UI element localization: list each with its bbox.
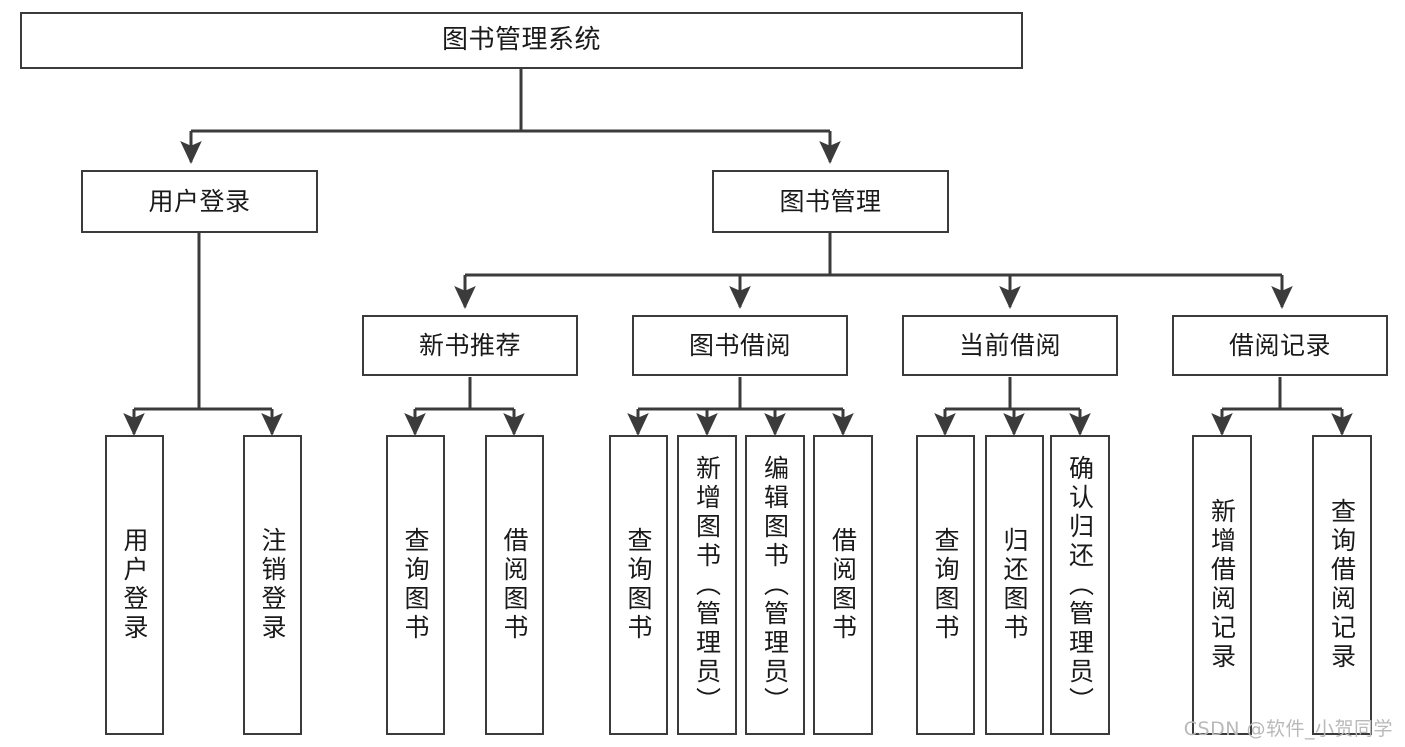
node-leaf-query-record[interactable]: 查询借阅记录 [1312, 435, 1372, 735]
node-book-borrow[interactable]: 图书借阅 [632, 315, 848, 376]
node-leaf-borrow-book-2[interactable]: 借阅图书 [813, 435, 873, 735]
node-current-borrow[interactable]: 当前借阅 [902, 315, 1118, 376]
node-leaf-user-logout[interactable]: 注销登录 [243, 435, 302, 735]
node-label: 查询图书 [931, 527, 960, 643]
node-label: 借阅记录 [1228, 330, 1331, 360]
node-label: 新书推荐 [418, 330, 521, 360]
node-user-login[interactable]: 用户登录 [81, 170, 318, 233]
node-label: 查询图书 [401, 527, 430, 643]
node-label: 图书管理 [779, 186, 882, 216]
node-leaf-query-book-2[interactable]: 查询图书 [609, 435, 668, 735]
node-label: 用户登录 [120, 527, 149, 643]
node-leaf-query-book-3[interactable]: 查询图书 [916, 435, 975, 735]
node-leaf-query-book-1[interactable]: 查询图书 [386, 435, 445, 735]
node-label: 图书借阅 [688, 330, 791, 360]
node-label: 新增图书（管理员） [692, 454, 722, 716]
node-leaf-add-book[interactable]: 新增图书（管理员） [677, 435, 737, 735]
node-leaf-add-record[interactable]: 新增借阅记录 [1192, 435, 1252, 735]
csdn-watermark: CSDN @软件_小贺同学 [1183, 718, 1393, 740]
node-root-system[interactable]: 图书管理系统 [20, 12, 1023, 69]
node-label: 归还图书 [1000, 527, 1029, 643]
node-new-book-recommend[interactable]: 新书推荐 [362, 315, 578, 376]
node-label: 确认归还（管理员） [1065, 454, 1095, 716]
node-leaf-return-book[interactable]: 归还图书 [985, 435, 1044, 735]
node-label: 新增借阅记录 [1207, 498, 1237, 672]
node-label: 查询借阅记录 [1327, 498, 1357, 672]
node-leaf-user-login[interactable]: 用户登录 [105, 435, 164, 735]
node-label: 注销登录 [258, 527, 287, 643]
node-leaf-borrow-book-1[interactable]: 借阅图书 [485, 435, 544, 735]
node-label: 当前借阅 [958, 330, 1061, 360]
node-label: 查询图书 [624, 527, 653, 643]
node-label: 借阅图书 [828, 527, 858, 643]
node-label: 借阅图书 [500, 527, 529, 643]
node-book-manage[interactable]: 图书管理 [712, 170, 949, 233]
node-label: 编辑图书（管理员） [760, 454, 790, 716]
node-leaf-confirm-return[interactable]: 确认归还（管理员） [1050, 435, 1110, 735]
node-leaf-edit-book[interactable]: 编辑图书（管理员） [745, 435, 805, 735]
node-borrow-record[interactable]: 借阅记录 [1172, 315, 1388, 376]
node-label: 图书管理系统 [441, 25, 601, 56]
node-label: 用户登录 [148, 186, 251, 216]
